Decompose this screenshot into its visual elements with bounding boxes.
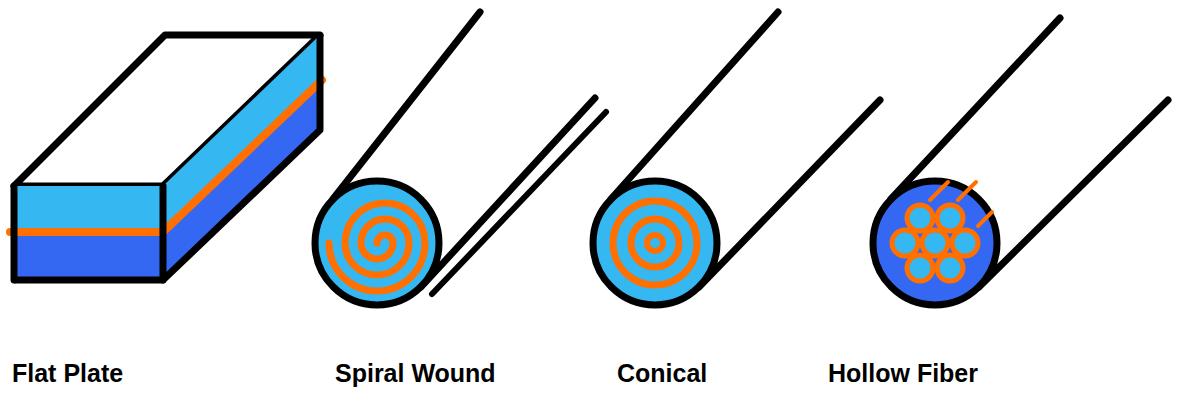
module-label: Conical [617,358,707,388]
hollow-fiber-module [873,18,1168,305]
conical-module [593,12,880,305]
module-label: Hollow Fiber [828,358,978,388]
spiral-wound-module [315,12,606,305]
flat-plate-module [10,35,322,280]
module-label: Spiral Wound [335,358,496,388]
module-label: Flat Plate [12,358,123,388]
